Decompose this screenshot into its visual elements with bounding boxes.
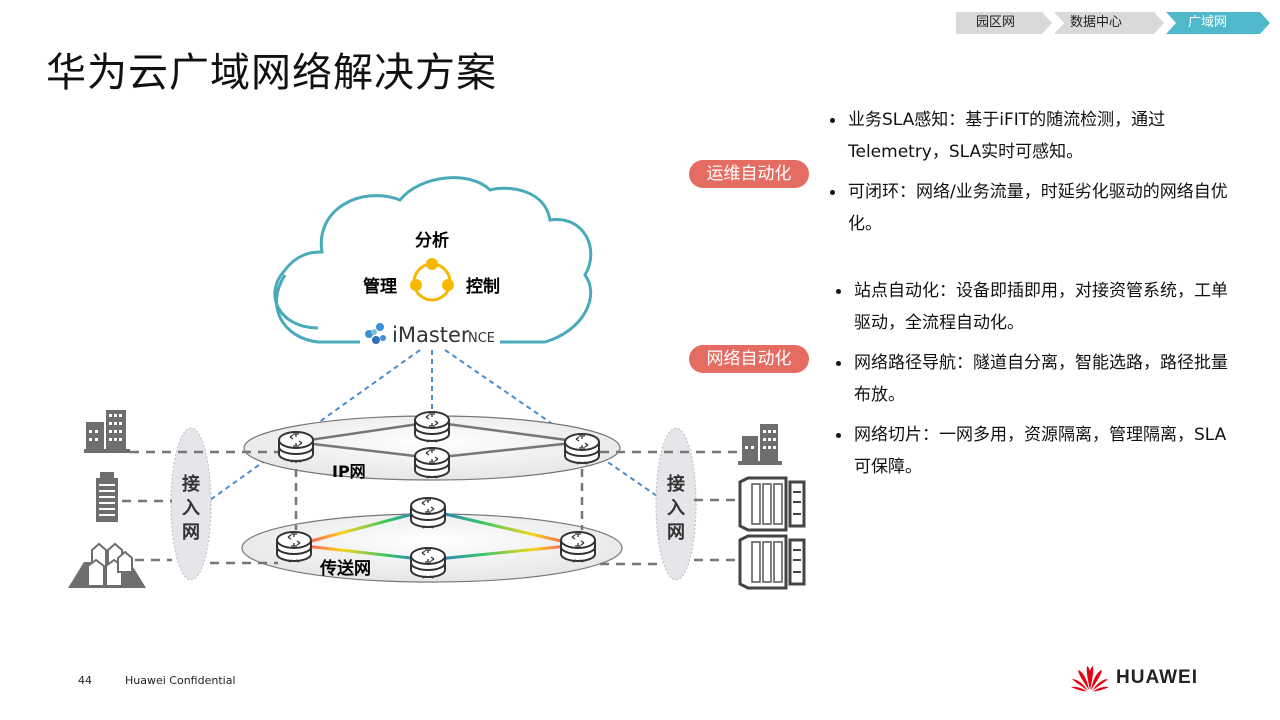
imaster-nce-logo-icon [365, 323, 386, 344]
page-number: 44 [78, 674, 92, 687]
bullet-item: 网络切片：一网多用，资源隔离，管理隔离，SLA可保障。 [830, 419, 1240, 483]
router-icon [560, 531, 596, 563]
transport-links [295, 508, 579, 562]
breadcrumb-item-campus[interactable]: 园区网 [956, 12, 1052, 34]
router-icon [278, 431, 314, 463]
layer-links [294, 455, 584, 530]
bullet-item: 业务SLA感知：基于iFIT的随流检测，通过Telemetry，SLA实时可感知… [824, 104, 1244, 168]
bullet-item: 网络路径导航：隧道自分离，智能选路，路径批量布放。 [830, 347, 1240, 411]
access-links [122, 450, 740, 566]
residential-buildings-icon [68, 542, 146, 588]
huawei-brand-text: HUAWEI [1116, 667, 1198, 688]
ip-network-label: IP网 [332, 462, 366, 481]
router-icon [564, 433, 600, 465]
cloud-control-label: 控制 [466, 276, 500, 297]
server-rack-icon [738, 476, 806, 532]
office-building-icon [84, 410, 130, 453]
access-left-char: 接 [182, 473, 200, 495]
access-right-char: 网 [667, 522, 685, 543]
access-network-left [170, 427, 212, 581]
page-title: 华为云广域网络解决方案 [46, 50, 497, 96]
ops-automation-bullets: 业务SLA感知：基于iFIT的随流检测，通过Telemetry，SLA实时可感知… [824, 104, 1244, 248]
product-suffix: NCE [468, 331, 495, 346]
network-automation-bullets: 站点自动化：设备即插即用，对接资管系统，工单驱动，全流程自动化。 网络路径导航：… [830, 275, 1240, 491]
bullet-item: 可闭环：网络/业务流量，时延劣化驱动的网络自优化。 [824, 176, 1244, 240]
product-name: iMaster [392, 323, 470, 347]
tower-building-icon [96, 472, 118, 522]
bullet-item: 站点自动化：设备即插即用，对接资管系统，工单驱动，全流程自动化。 [830, 275, 1240, 339]
router-icon [410, 497, 446, 529]
cloud-manage-label: 管理 [363, 276, 397, 297]
breadcrumb-item-wan[interactable]: 广域网 [1166, 12, 1270, 34]
tag-network-automation: 网络自动化 [689, 345, 809, 373]
huawei-logo: HUAWEI [1070, 664, 1198, 692]
breadcrumb: 园区网 数据中心 广域网 [956, 12, 1272, 34]
cloud-analyze-label: 分析 [415, 230, 449, 251]
confidential-label: Huawei Confidential [125, 674, 236, 687]
router-icon [414, 447, 450, 479]
router-icon [414, 411, 450, 443]
access-left-char: 入 [182, 498, 200, 519]
router-icon [410, 547, 446, 579]
ip-links [295, 420, 583, 460]
huawei-flower-icon [1071, 666, 1109, 692]
network-diagram: 分析 管理 控制 iMaster NCE [68, 176, 806, 590]
access-right-char: 接 [667, 473, 685, 495]
office-building-icon [738, 424, 782, 465]
tag-ops-automation: 运维自动化 [689, 160, 809, 188]
access-network-right [655, 427, 697, 581]
router-icon [276, 531, 312, 563]
breadcrumb-item-datacenter[interactable]: 数据中心 [1054, 12, 1164, 34]
management-cycle-icon [410, 258, 454, 302]
server-rack-icon [738, 534, 806, 590]
access-right-char: 入 [667, 498, 685, 519]
transport-network-label: 传送网 [319, 558, 371, 579]
access-left-char: 网 [182, 522, 200, 543]
